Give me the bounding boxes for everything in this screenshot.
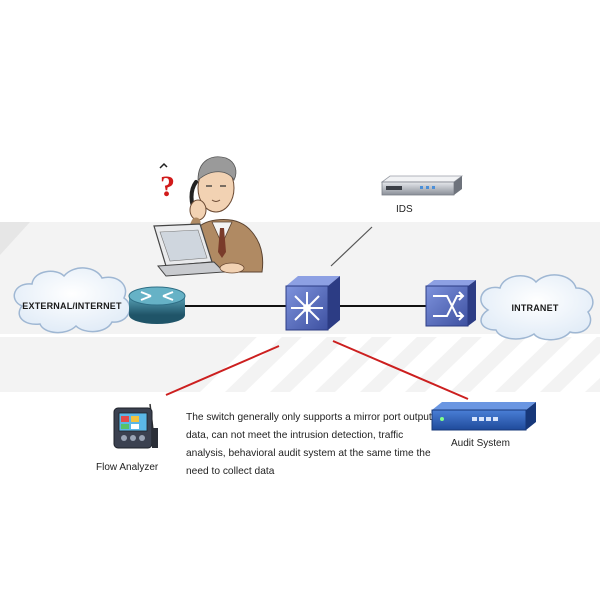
intranet-cloud-label: INTRANET (511, 303, 559, 313)
flow-analyzer-icon (113, 403, 158, 449)
core-switch-icon (285, 276, 340, 331)
ids-label: IDS (396, 204, 413, 215)
router-icon (128, 286, 186, 324)
ids-link (330, 226, 373, 267)
svg-text:?: ? (160, 170, 175, 203)
audit-system-label: Audit System (451, 438, 510, 449)
audit-appliance-icon (431, 402, 536, 431)
person-question-icon: ? (153, 156, 264, 277)
ids-appliance-icon (380, 175, 464, 196)
description-text: The switch generally only supports a mir… (186, 412, 432, 477)
external-cloud-label: EXTERNAL/INTERNET (22, 301, 122, 311)
flow-analyzer-label: Flow Analyzer (96, 462, 159, 473)
intranet-cloud (480, 274, 594, 341)
switch-icon (425, 280, 476, 327)
external-cloud (13, 267, 131, 334)
mirror-link (165, 340, 469, 400)
